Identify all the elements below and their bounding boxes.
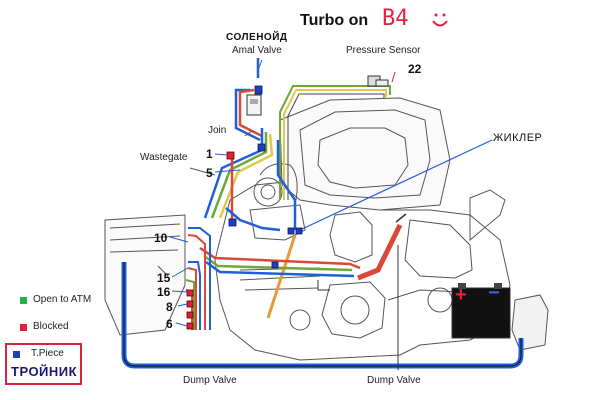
legend-tpiece-ru-label: ТРОЙНИК [11,364,78,379]
battery-plus-label: + [455,284,467,306]
red-square-icon [20,324,27,331]
green-square-icon [20,297,27,304]
battery [451,283,511,339]
pressure-sensor [367,75,389,87]
blocked-caps [186,151,235,330]
port-number-6: 6 [166,317,173,331]
legend-blocked-label: Blocked [33,321,69,332]
port-number-15: 15 [157,271,171,285]
smiley-icon [432,13,448,27]
label-solenoid: СОЛЕНОЙД [226,32,288,43]
label-zhikler: ЖИКЛЕР [493,132,543,144]
label-dump-valve-left: Dump Valve [183,375,237,386]
port-number-22: 22 [408,62,422,76]
port-number-10: 10 [154,231,168,245]
label-dump-valve-right: Dump Valve [367,375,421,386]
port-number-5: 5 [206,166,213,180]
zhikler-leader [299,139,493,231]
label-join: Join [208,125,227,136]
label-amal-valve: Amal Valve [232,45,282,56]
amal-valve-hoses [203,58,297,232]
port-number-8: 8 [166,300,173,314]
legend-tpiece-label: T.Piece [31,348,64,359]
battery-minus-label: − [488,282,500,304]
tpieces [228,85,303,269]
port-number-16: 16 [157,285,171,299]
port-number-1: 1 [206,147,213,161]
pressure-sensor-hose [279,85,391,200]
number-leaders [157,59,396,327]
page-title-code: B4 [382,6,409,31]
legend-tpiece: T.Piece ТРОЙНИК [5,343,82,385]
legend: Open to ATM Blocked [10,288,110,383]
wastegate-rod [266,234,297,319]
blue-square-icon [13,351,20,358]
legend-open-to-atm-label: Open to ATM [33,294,92,305]
label-pressure-sensor: Pressure Sensor [346,45,421,56]
label-wastegate: Wastegate [140,152,188,163]
page-title: Turbo on [300,12,369,29]
amal-valve [246,94,262,116]
